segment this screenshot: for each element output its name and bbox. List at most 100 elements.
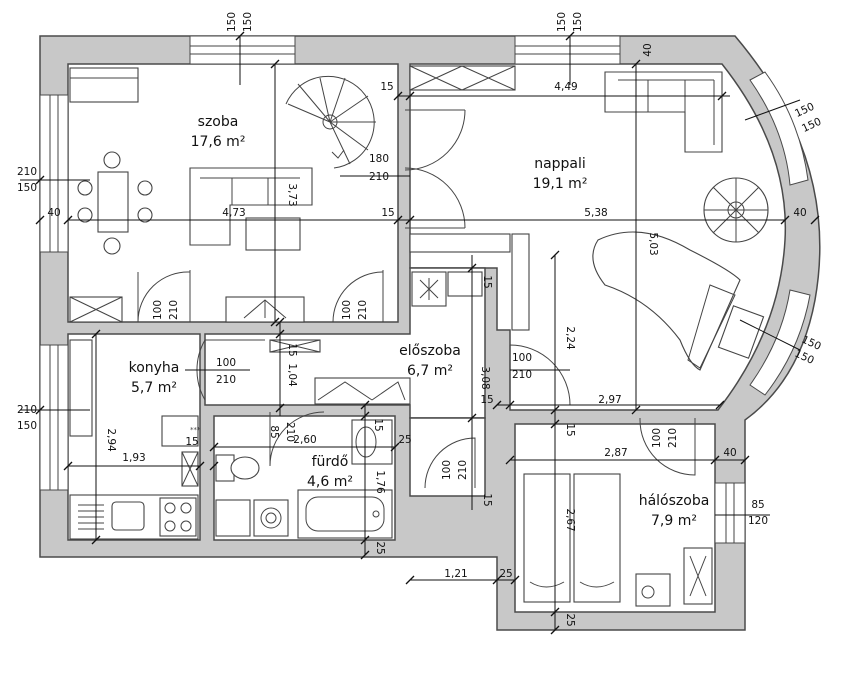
dim-door-hal-a: 100 (441, 460, 453, 480)
room-eloszoba-area: 6,7 m² (407, 363, 453, 379)
dim-wall-25-closet: 25 (499, 568, 512, 580)
coffee-table-szoba (245, 217, 301, 251)
dim-door-szoba-a: 100 (152, 300, 164, 320)
svg-text:***: *** (190, 426, 201, 434)
dim-left-window-bot-b: 150 (17, 420, 37, 432)
dim-wall-40-h: 40 (723, 447, 736, 459)
room-furdo-area: 4,6 m² (307, 474, 353, 490)
shelf-nappali (409, 233, 511, 253)
dimension-lines (20, 31, 820, 635)
door-closet (424, 437, 476, 489)
dim-door-hal2-a: 100 (651, 428, 663, 448)
dim-partition-top: 15 (380, 81, 393, 93)
door-haloszoba (639, 418, 696, 476)
washbasin (351, 419, 393, 465)
dim-wall-25-f: 25 (398, 434, 411, 446)
dim-top-window-right-a: 150 (556, 12, 568, 32)
room-nappali-area: 19,1 m² (533, 176, 588, 192)
room-nappali-name: nappali (534, 156, 586, 172)
dim-door-konyha-b: 210 (216, 374, 236, 386)
room-labels: szoba 17,6 m² nappali 19,1 m² konyha 5,7… (129, 114, 710, 529)
fridge (161, 415, 199, 447)
door-szoba-left (137, 271, 191, 323)
dim-door-hal2-b: 210 (667, 428, 679, 448)
dim-left-window-top-b: 150 (17, 182, 37, 194)
window-haloszoba (714, 482, 746, 544)
door-szoba-right (332, 271, 384, 323)
shower-drain-icon (253, 499, 289, 537)
sofa-szoba (189, 167, 313, 246)
dim-szoba-width: 4,73 (222, 207, 245, 219)
dim-top-window-right-b: 150 (572, 12, 584, 32)
door-szoba-nappali-bottom (404, 167, 466, 229)
dim-closet-wall: 15 (481, 275, 493, 288)
dim-door-hal-b: 210 (457, 460, 469, 480)
plant-icon (703, 177, 769, 243)
room-szoba-name: szoba (198, 114, 239, 130)
counter-konyha (69, 339, 93, 437)
door-nappali-hall (509, 344, 571, 406)
dim-furdo-depth: 1,76 (374, 470, 386, 494)
room-eloszoba-name: előszoba (399, 343, 461, 359)
room-closet-floor (409, 417, 486, 497)
window-bay-bottom (749, 289, 811, 396)
window-left-top (39, 94, 69, 253)
dining-table (97, 171, 129, 233)
dim-wall-25-bottom: 25 (374, 541, 386, 554)
dim-wall-15-hal: 15 (480, 394, 493, 406)
dim-door-furdo-a: 85 (268, 425, 280, 438)
room-haloszoba-name: hálószoba (639, 493, 710, 509)
bed-left (523, 473, 571, 603)
dim-door-szoba-b: 210 (168, 300, 180, 320)
dim-hall-depth: 2,24 (564, 326, 576, 350)
room-szoba-area: 17,6 m² (191, 134, 246, 150)
sofa-nappali (604, 71, 723, 153)
dimension-labels: 150 150 150 150 40 210 150 40 4,73 15 5,… (17, 12, 823, 627)
washing-machine-furdo (215, 499, 251, 537)
dim-wall-15-h: 15 (481, 493, 493, 506)
dim-door-szoba-nappali-a: 180 (369, 153, 389, 165)
dim-nappali-depth: 5,03 (647, 232, 659, 255)
drying-rack (78, 504, 104, 530)
kitchen-sink (111, 501, 145, 531)
dim-hal-window-b: 120 (748, 515, 768, 527)
dim-konyha-width: 1,93 (122, 452, 145, 464)
dim-wall-15-konyha: 15 (286, 343, 298, 356)
dim-wall-25-hal: 25 (564, 613, 576, 626)
cabinet-nappali-2 (511, 233, 530, 331)
dim-nappali-width: 5,38 (584, 207, 607, 219)
dim-hal-width: 2,87 (604, 447, 627, 459)
room-furdo-name: fürdő (312, 454, 349, 470)
dim-left-window-top-a: 210 (17, 166, 37, 178)
doors (137, 109, 696, 489)
dim-top-window-left-b: 150 (242, 12, 254, 32)
dim-wall-15-f: 15 (372, 418, 384, 431)
window-top-right (514, 35, 621, 65)
dim-door-szoba-nappali-b: 210 (369, 171, 389, 183)
dim-hal-width-top: 2,97 (598, 394, 621, 406)
dim-hal-depth: 2,67 (564, 508, 576, 531)
dim-hall-depth2: 3,08 (479, 366, 491, 389)
room-konyha-area: 5,7 m² (131, 380, 177, 396)
dim-nappali-width-top: 4,49 (554, 81, 577, 93)
dim-szoba-depth: 3,73 (286, 183, 298, 206)
furniture: *** (69, 65, 769, 607)
window-top-left (189, 35, 296, 65)
dim-hall-len: 1,04 (286, 363, 298, 387)
dim-right-wall: 40 (793, 207, 806, 219)
bench-szoba (69, 67, 139, 103)
door-furdo (269, 411, 325, 467)
dim-door-nappali-a: 100 (512, 352, 532, 364)
spiral-staircase (285, 75, 376, 169)
dim-left-wall: 40 (47, 207, 60, 219)
shoe-cabinet (314, 377, 411, 405)
dim-door-furdo-b: 210 (284, 422, 296, 442)
dim-hal-window-a: 85 (751, 499, 764, 511)
stove (159, 497, 197, 537)
dim-door-szoba2-a: 100 (341, 300, 353, 320)
dim-bay-bottom-b: 150 (793, 348, 816, 367)
dim-door-nappali-b: 210 (512, 369, 532, 381)
window-bay-top (749, 71, 809, 186)
shelf-eloszoba (447, 271, 483, 297)
